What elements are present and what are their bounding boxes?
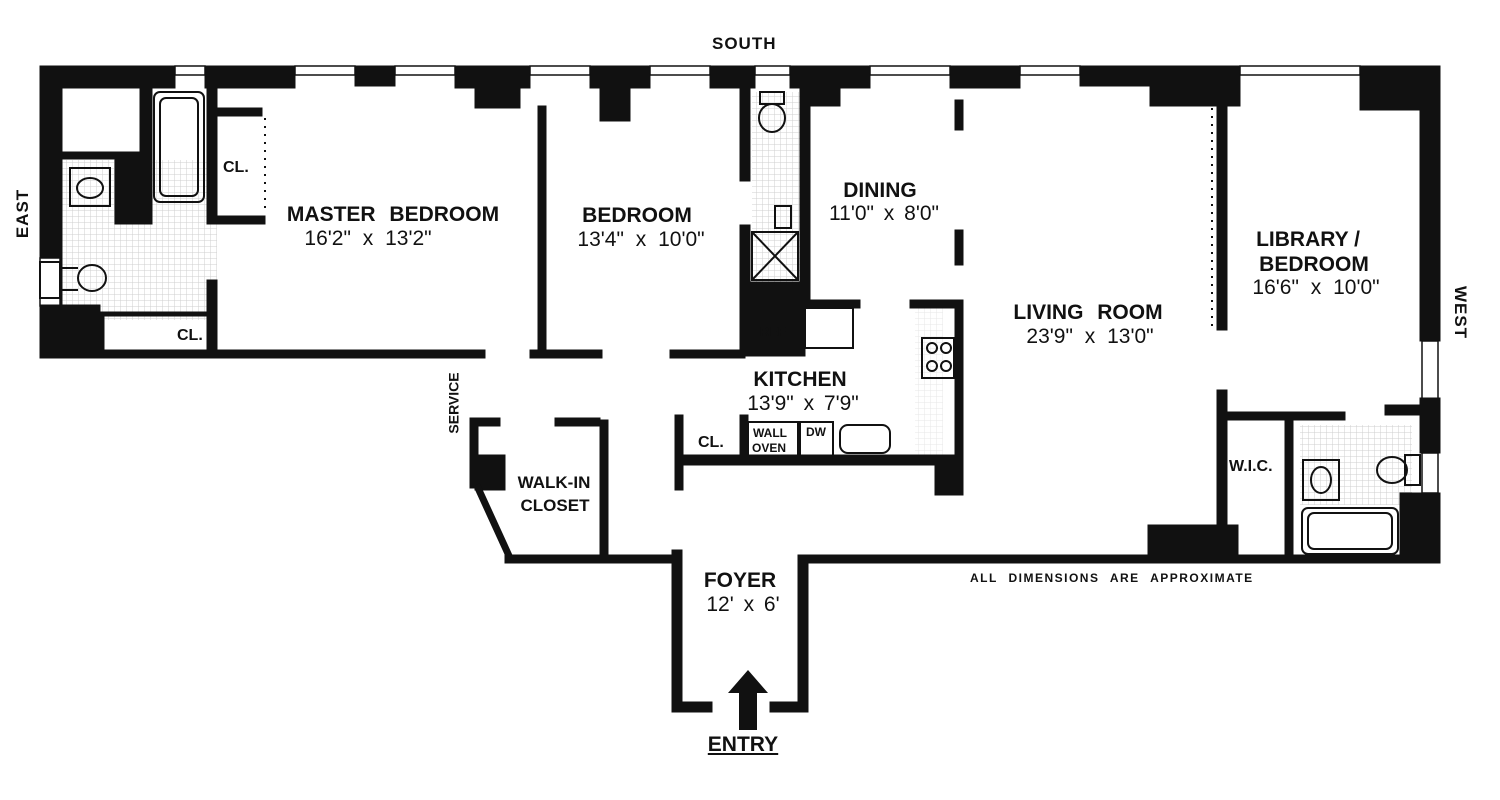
dimensions-note: ALL DIMENSIONS ARE APPROXIMATE (970, 571, 1254, 585)
library-dims: 16'6" x 10'0" (1252, 276, 1380, 299)
bedroom-label: BEDROOM (582, 204, 692, 227)
wall-oven-label-line1: WALL (753, 426, 787, 440)
service-label: SERVICE (445, 372, 462, 434)
ref-outline (751, 313, 801, 353)
pier (589, 65, 651, 89)
living-room-label: LIVING ROOM (1013, 301, 1163, 324)
toilet-east (39, 261, 61, 299)
ref-label: REF (760, 324, 786, 339)
entry-arrow (728, 670, 768, 730)
master-bedroom-dims: 16'2" x 13'2" (304, 227, 432, 250)
toilet-west (1376, 456, 1408, 484)
west-wall (1419, 65, 1441, 342)
entry-label: ENTRY (707, 733, 779, 756)
pier (454, 65, 531, 89)
kitchen-sink-counter (804, 307, 854, 349)
tub-east (153, 91, 205, 203)
dw-outline (799, 421, 834, 459)
dining-dims: 11'0" x 8'0" (829, 202, 939, 225)
north-wall-bedrooms (39, 349, 486, 359)
compass-west: WEST (1451, 285, 1471, 340)
pier (204, 65, 296, 89)
dw-label: DW (806, 425, 826, 439)
master-bedroom-label: MASTER BEDROOM (286, 203, 500, 226)
compass-east: EAST (13, 188, 33, 239)
living-room-dims: 23'9" x 13'0" (1026, 325, 1154, 348)
kitchen-counter-dots (915, 305, 943, 455)
stove (921, 337, 955, 379)
bedroom-dims: 13'4" x 10'0" (577, 228, 705, 251)
pier (1079, 65, 1156, 87)
north-wall-living (799, 554, 1441, 564)
kitchen-sink (839, 424, 891, 454)
center-bath-tile (752, 92, 800, 302)
pier (354, 65, 396, 87)
library-label-line1: LIBRARY / (1256, 228, 1360, 251)
tub-west (1301, 507, 1399, 555)
pier (709, 65, 756, 89)
dining-label: DINING (843, 179, 917, 202)
compass-south: SOUTH (712, 34, 777, 53)
kitchen-label: KITCHEN (753, 368, 847, 391)
closet-master-label: CL. (223, 159, 249, 176)
pier (949, 65, 1021, 89)
sink-east (69, 167, 111, 207)
pier (1149, 65, 1241, 107)
fixtures (39, 91, 1421, 555)
walk-in-closet-label-line2: CLOSET (520, 496, 590, 515)
sink-west (1302, 459, 1340, 501)
walk-in-closet-label-line1: WALK-IN (517, 473, 591, 492)
shower (751, 231, 799, 281)
walls (39, 65, 1441, 713)
pier (789, 65, 871, 89)
closet-kitchen-label: CL. (698, 434, 724, 451)
foyer-label: FOYER (703, 569, 777, 592)
kitchen-dims: 13'9" x 7'9" (747, 392, 859, 415)
west-bath-tile (1300, 425, 1412, 505)
closet-bath-label: CL. (177, 327, 203, 344)
wic-label: W.I.C. (1229, 458, 1273, 475)
library-label-line2: BEDROOM (1259, 253, 1369, 276)
wall-oven-label-line2: OVEN (752, 441, 787, 455)
foyer-dims: 12' x 6' (706, 593, 780, 616)
